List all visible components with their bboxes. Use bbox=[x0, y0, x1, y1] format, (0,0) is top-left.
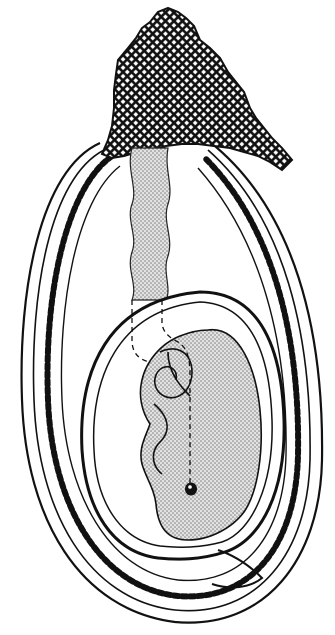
embryo-body bbox=[140, 330, 261, 540]
crosshatch-mass bbox=[102, 8, 292, 170]
stalk bbox=[130, 148, 170, 300]
embryo-spot bbox=[185, 483, 197, 496]
